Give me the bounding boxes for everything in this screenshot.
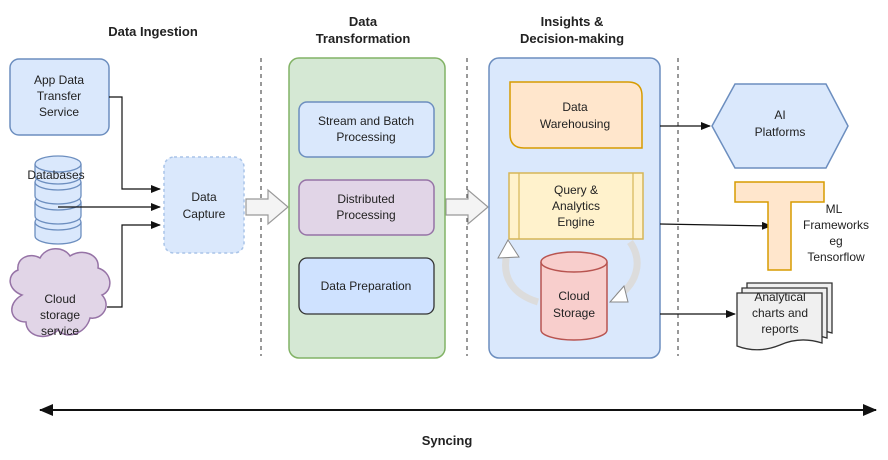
charts-label-line2: charts and: [752, 306, 808, 320]
app-transfer-label-line2: Transfer: [37, 89, 81, 103]
section-header-insights-line1: Insights &: [541, 14, 604, 29]
analytical-reports-stack: [736, 282, 833, 351]
distributed-processing-box: [298, 179, 435, 236]
charts-label-line1: Analytical: [754, 290, 805, 304]
syncing-label: Syncing: [422, 433, 473, 448]
app-transfer-label-line3: Service: [39, 105, 79, 119]
flow-arrow-transform-to-insights: [445, 188, 489, 226]
cloud-service-label-line1: Cloud: [44, 292, 75, 306]
cloud-storage-service-shape: [9, 248, 111, 338]
database-icon: [34, 155, 82, 245]
cycle-arrow-down-head: [608, 284, 629, 303]
ai-platforms-label-line2: Platforms: [755, 125, 806, 139]
charts-label-line3: reports: [761, 322, 798, 336]
connector-to-ml: [659, 221, 772, 230]
data-preparation-box: [298, 257, 435, 315]
ml-frameworks-label-line4: Tensorflow: [807, 250, 865, 264]
ai-platforms-hexagon: [711, 83, 849, 169]
databases-label: Databases: [27, 168, 84, 182]
data-warehousing-label-line2: Warehousing: [540, 117, 610, 131]
query-engine-label-line3: Engine: [557, 215, 595, 229]
ml-frameworks-label-line3: eg: [829, 234, 842, 248]
ml-frameworks-label-line1: ML: [826, 202, 843, 216]
cycle-arrow-up-head: [497, 239, 520, 259]
section-header-ingestion: Data Ingestion: [108, 24, 198, 39]
stream-batch-box: [298, 101, 435, 158]
cloud-service-label-line2: storage: [40, 308, 80, 322]
cloud-service-label-line3: service: [41, 324, 79, 338]
connector-app-to-capture: [109, 96, 161, 193]
section-header-insights-line2: Decision-making: [520, 31, 624, 46]
cloud-storage-cylinder: [540, 251, 608, 341]
connector-cloud-to-capture: [107, 221, 161, 308]
section-dividers: [260, 58, 679, 356]
query-engine-label-line1: Query &: [554, 183, 598, 197]
distributed-label-line2: Processing: [336, 208, 395, 222]
cloud-storage-label-line2: Storage: [553, 306, 595, 320]
data-capture-label-line1: Data: [191, 190, 217, 204]
cloud-storage-label-line1: Cloud: [558, 289, 589, 303]
data-preparation-label: Data Preparation: [321, 279, 412, 293]
ml-frameworks-label-line2: Frameworks: [803, 218, 869, 232]
data-warehousing-box: [509, 81, 643, 149]
source-connectors: [58, 96, 161, 308]
ml-frameworks-t-shape: [734, 181, 825, 271]
data-capture-label-line2: Capture: [183, 207, 226, 221]
ai-platforms-label-line1: AI: [774, 108, 785, 122]
distributed-label-line1: Distributed: [337, 192, 394, 206]
stream-batch-label-line1: Stream and Batch: [318, 114, 414, 128]
stream-batch-label-line2: Processing: [336, 130, 395, 144]
output-connectors: [659, 122, 772, 318]
flow-arrow-capture-to-transform: [245, 188, 289, 226]
data-capture-box: [163, 156, 245, 254]
app-transfer-label-line1: App Data: [34, 73, 84, 87]
section-header-transformation-line2: Transformation: [316, 31, 411, 46]
query-engine-label-line2: Analytics: [552, 199, 600, 213]
query-engine-box: [508, 172, 644, 240]
section-header-transformation-line1: Data: [349, 14, 378, 29]
data-warehousing-label-line1: Data: [562, 100, 588, 114]
